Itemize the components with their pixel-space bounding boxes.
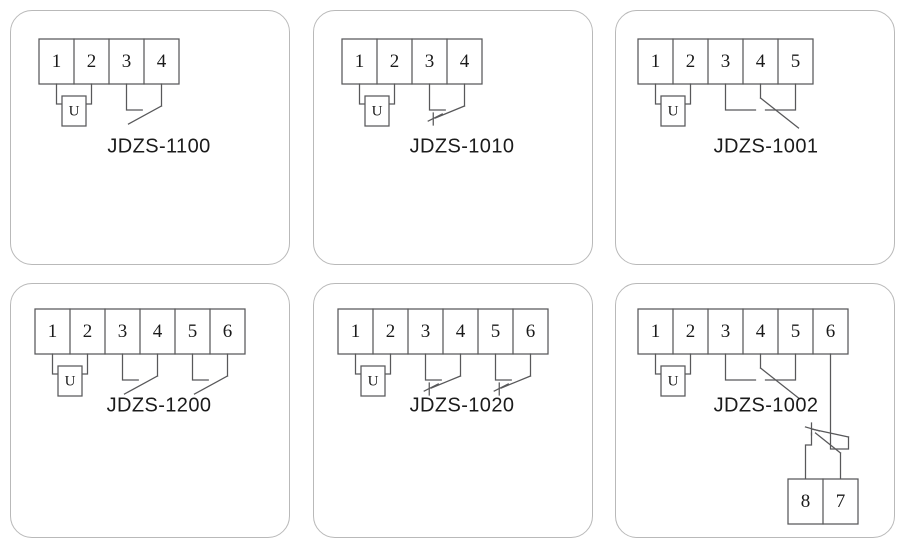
coil-box — [61, 95, 87, 127]
diagram-jdzs-1020: 1 2 3 4 5 6U JDZS-1020 — [337, 308, 549, 416]
coil-label: U — [668, 103, 679, 119]
model-label: JDZS-1200 — [107, 394, 212, 416]
terminal-number: 4 — [756, 51, 766, 72]
contact-normally-open — [191, 353, 229, 395]
terminal-number: 3 — [122, 51, 132, 72]
model-label: JDZS-1010 — [410, 135, 515, 157]
coil-group: U — [654, 83, 692, 127]
model-label: JDZS-1020 — [410, 394, 515, 416]
terminal-number: 2 — [686, 321, 696, 342]
terminal-number: 1 — [351, 321, 361, 342]
coil-group: U — [654, 353, 692, 397]
coil-group: U — [358, 83, 396, 127]
contact-changeover — [724, 83, 800, 129]
terminal-number: 2 — [83, 321, 93, 342]
terminal-number: 3 — [425, 51, 435, 72]
terminal-number: 5 — [188, 321, 198, 342]
terminal-number: 2 — [386, 321, 396, 342]
diagram-jdzs-1010: 1 2 3 4U JDZS-1010 — [341, 38, 515, 157]
terminal-number: 2 — [686, 51, 696, 72]
terminal-number: 1 — [52, 51, 62, 72]
contact-normally-open — [125, 83, 163, 125]
coil-label: U — [65, 373, 76, 389]
terminal-number: 1 — [651, 321, 661, 342]
contact-normally-closed — [423, 353, 462, 396]
contact-changeover — [724, 353, 800, 399]
contact-normally-closed — [493, 353, 532, 396]
coil-box — [364, 95, 390, 127]
terminal-number: 4 — [460, 51, 470, 72]
extension-terminal-number: 8 — [801, 491, 811, 512]
coil-group: U — [55, 83, 93, 127]
model-label: JDZS-1002 — [714, 394, 819, 416]
coil-group: U — [354, 353, 392, 397]
terminal-number: 4 — [157, 51, 167, 72]
terminal-number: 4 — [153, 321, 163, 342]
terminal-number: 3 — [118, 321, 128, 342]
terminal-number: 3 — [421, 321, 431, 342]
terminal-number: 6 — [223, 321, 233, 342]
terminal-number: 5 — [791, 321, 801, 342]
coil-box — [57, 365, 83, 397]
terminal-number: 4 — [756, 321, 766, 342]
extension-terminal-number: 7 — [836, 491, 846, 512]
coil-label: U — [668, 373, 679, 389]
diagram-jdzs-1001: 1 2 3 4 5U JDZS-1001 — [637, 38, 819, 157]
terminal-number: 1 — [355, 51, 365, 72]
terminal-number: 1 — [651, 51, 661, 72]
coil-box — [360, 365, 386, 397]
coil-label: U — [372, 103, 383, 119]
terminal-strip — [637, 38, 814, 85]
terminal-number: 4 — [456, 321, 466, 342]
diagram-jdzs-1100: 1 2 3 4U JDZS-1100 — [38, 38, 210, 157]
terminal-number: 5 — [791, 51, 801, 72]
terminal-number: 3 — [721, 51, 731, 72]
model-label: JDZS-1001 — [714, 135, 819, 157]
coil-box — [660, 95, 686, 127]
terminal-number: 2 — [87, 51, 97, 72]
terminal-number: 3 — [721, 321, 731, 342]
model-label: JDZS-1100 — [107, 135, 210, 157]
coil-label: U — [69, 103, 80, 119]
terminal-number: 5 — [491, 321, 501, 342]
terminal-number: 6 — [526, 321, 536, 342]
terminal-number: 2 — [390, 51, 400, 72]
terminal-number: 6 — [826, 321, 836, 342]
coil-label: U — [368, 373, 379, 389]
coil-group: U — [51, 353, 89, 397]
contact-normally-closed — [427, 83, 466, 126]
contact-normally-open — [121, 353, 159, 395]
terminal-number: 1 — [48, 321, 58, 342]
coil-box — [660, 365, 686, 397]
diagram-jdzs-1200: 1 2 3 4 5 6U JDZS-1200 — [34, 308, 246, 416]
